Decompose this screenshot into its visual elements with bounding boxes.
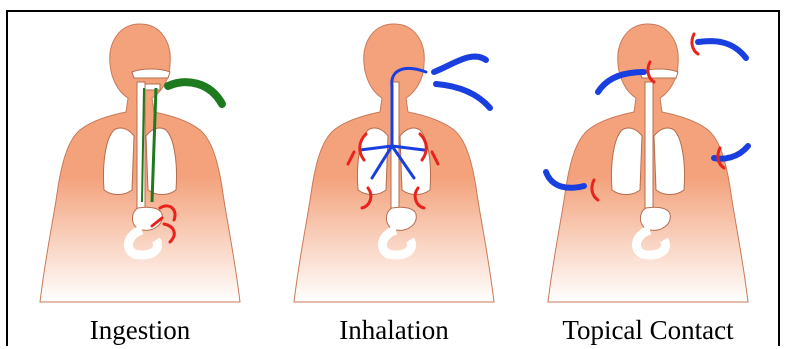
panel-inhalation: Inhalation xyxy=(264,12,524,348)
inhalation-figure xyxy=(264,12,524,312)
panel-label-inhalation: Inhalation xyxy=(264,315,524,346)
topical-figure xyxy=(518,12,778,312)
ingestion-figure xyxy=(10,12,270,312)
panel-label-topical-contact: Topical Contact xyxy=(518,315,778,346)
panel-ingestion: Ingestion xyxy=(10,12,270,348)
panel-label-ingestion: Ingestion xyxy=(10,315,270,346)
panel-topical-contact: Topical Contact xyxy=(518,12,778,348)
diagram-frame: Ingestion xyxy=(6,10,780,346)
